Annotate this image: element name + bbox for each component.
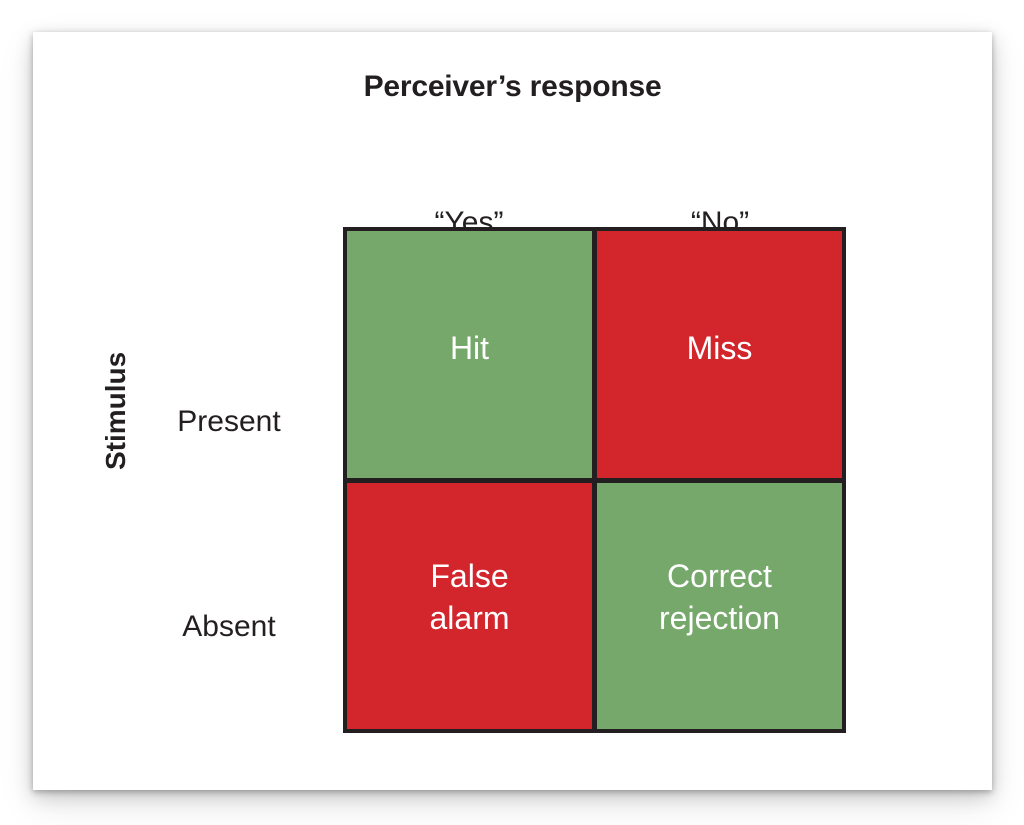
matrix-cell-miss-label: Miss <box>686 330 753 367</box>
matrix-cell-false-alarm-line1: False <box>430 557 509 594</box>
matrix-cell-hit-label: Hit <box>449 330 490 367</box>
matrix-cell-false-alarm-label: False alarm <box>429 555 509 639</box>
axis-label-stimulus-text: Stimulus <box>100 351 131 470</box>
matrix-cell-correct-rejection-line2: rejection <box>659 599 780 636</box>
matrix-cell-correct-rejection: Correct rejection <box>597 482 842 729</box>
matrix-cell-hit: Hit <box>347 231 592 478</box>
page-title: Perceiver’s response <box>363 70 662 103</box>
figure-card: Perceiver’s response “Yes” “No” Stimulus… <box>33 32 992 790</box>
matrix-cell-correct-rejection-label: Correct rejection <box>659 555 780 639</box>
matrix-cell-false-alarm-line2: alarm <box>429 599 510 636</box>
matrix-cell-miss: Miss <box>597 231 842 478</box>
matrix-cell-correct-rejection-line1: Correct <box>667 557 772 594</box>
row-header-present: Present <box>177 405 281 438</box>
signal-detection-matrix: Hit Miss False alarm Correct rejection <box>343 227 846 733</box>
row-header-absent: Absent <box>182 610 276 643</box>
matrix-cell-false-alarm: False alarm <box>347 482 592 729</box>
